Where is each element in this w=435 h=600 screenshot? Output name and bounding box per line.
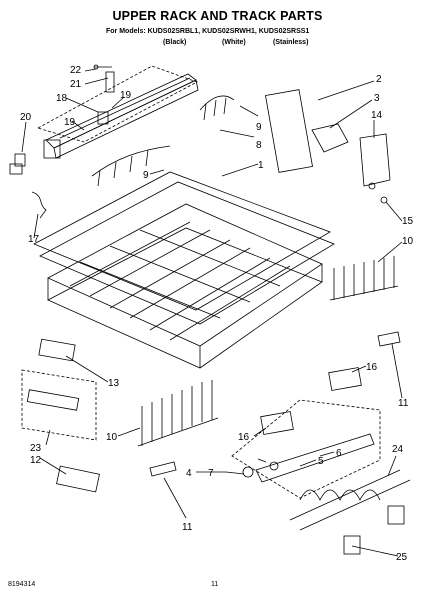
callout-15: 15 xyxy=(402,216,414,227)
callout-9b: 9 xyxy=(143,170,149,181)
callout-3: 3 xyxy=(374,93,380,104)
fold-tine-10-right xyxy=(329,256,399,301)
tine-clip-11-right xyxy=(377,331,401,347)
finish-black: (Black) xyxy=(163,39,187,46)
callout-1: 1 xyxy=(258,160,264,171)
callout-13: 13 xyxy=(108,378,120,389)
callout-17: 17 xyxy=(28,234,40,245)
spring-clip-17 xyxy=(31,191,47,219)
page-number: 11 xyxy=(211,581,219,588)
dashed-box-23 xyxy=(21,369,97,441)
rack-adjuster-16a xyxy=(328,367,362,391)
tine-row-9b xyxy=(91,145,171,187)
upper-rail-assembly xyxy=(43,73,199,159)
callout-10a: 10 xyxy=(402,236,414,247)
tine-row-9a xyxy=(199,95,235,121)
roller-bracket-12 xyxy=(56,465,100,493)
finish-white: (White) xyxy=(222,39,246,46)
model-list: For Models: KUDS02SRBL1, KUDS02SRWH1, KU… xyxy=(106,28,310,35)
dashed-box-4-7 xyxy=(231,399,381,499)
callout-16a: 16 xyxy=(366,362,378,373)
callout-10b: 10 xyxy=(106,432,118,443)
rack-adjuster-13 xyxy=(38,338,76,362)
finish-stainless: (Stainless) xyxy=(273,39,309,46)
rack-adjuster-16b xyxy=(260,411,294,435)
bracket-parts-21-22 xyxy=(93,64,115,93)
callout-25: 25 xyxy=(396,552,408,563)
callout-11a: 11 xyxy=(398,398,409,409)
callout-4: 4 xyxy=(186,468,192,479)
rack-adjuster-assembly xyxy=(265,89,391,204)
callout-8: 8 xyxy=(256,140,262,151)
callout-16b: 16 xyxy=(238,432,250,443)
fold-tine-10-left xyxy=(137,380,219,447)
bracket-25b xyxy=(343,535,361,555)
callout-14: 14 xyxy=(371,110,383,121)
callout-18: 18 xyxy=(56,93,68,104)
callout-24: 24 xyxy=(392,444,404,455)
tine-clip-11-lower xyxy=(149,461,177,477)
callout-7: 7 xyxy=(208,468,214,479)
callout-6: 6 xyxy=(336,448,342,459)
end-cap-20 xyxy=(14,153,26,167)
rail-group-outline xyxy=(36,65,198,143)
part-number: 8194314 xyxy=(8,581,36,588)
spray-manifold-24 xyxy=(289,469,411,531)
callout-19a: 19 xyxy=(120,90,132,101)
callout-5: 5 xyxy=(318,456,324,467)
callout-2: 2 xyxy=(376,74,382,85)
callout-21: 21 xyxy=(70,79,82,90)
callout-9a: 9 xyxy=(256,122,262,133)
callout-11b: 11 xyxy=(182,522,193,533)
bracket-25a xyxy=(387,505,405,525)
callout-22: 22 xyxy=(70,65,82,76)
upper-rack-basket xyxy=(33,171,335,369)
callout-12: 12 xyxy=(30,455,42,466)
page-title: UPPER RACK AND TRACK PARTS xyxy=(112,9,323,23)
callout-20: 20 xyxy=(20,112,32,123)
callout-23: 23 xyxy=(30,443,42,454)
callout-19b: 19 xyxy=(64,117,76,128)
